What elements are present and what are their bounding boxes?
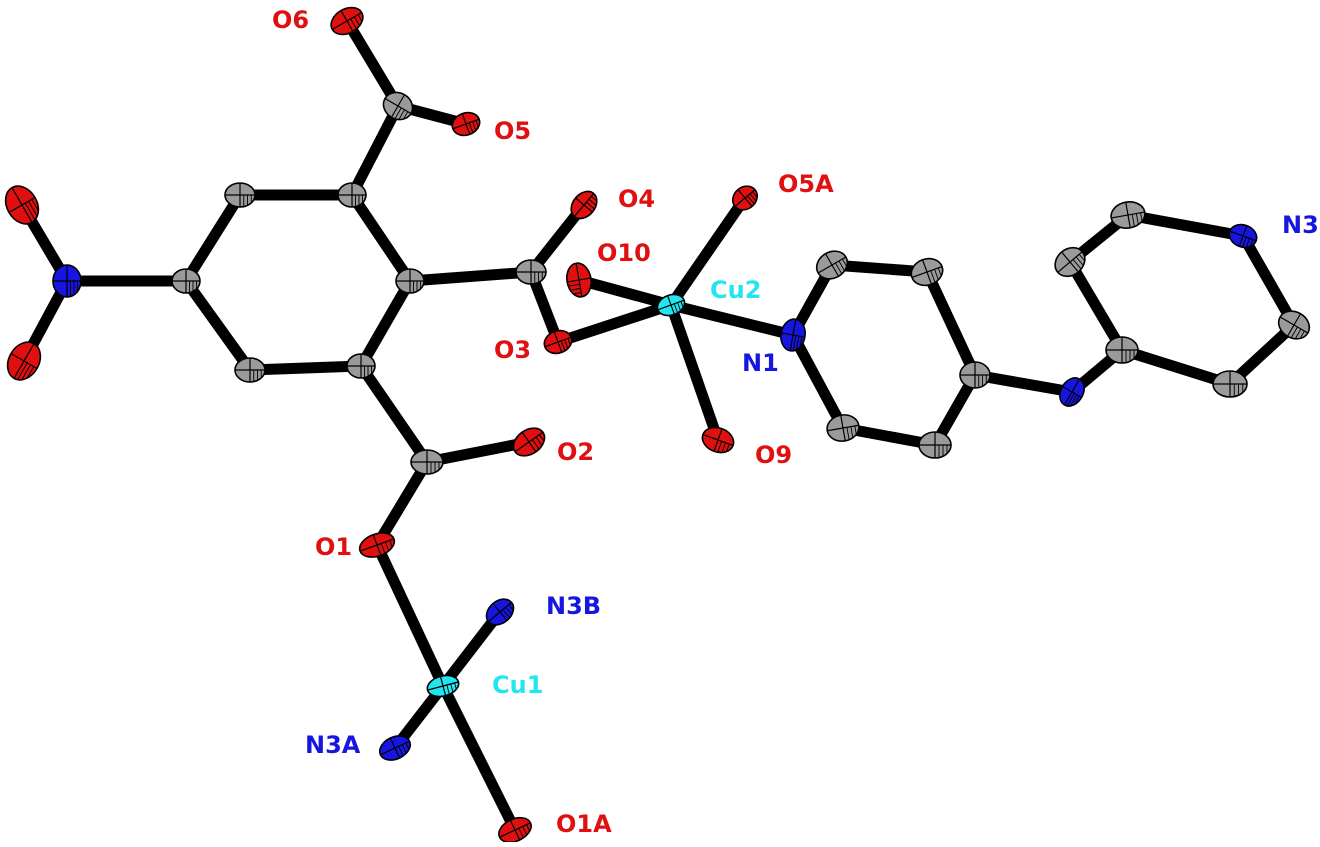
atom-c2 bbox=[337, 182, 367, 208]
atom-c19 bbox=[1212, 370, 1248, 398]
atom-cu2 bbox=[656, 293, 686, 317]
atom-n3b bbox=[485, 598, 515, 626]
atom-c9 bbox=[410, 449, 444, 475]
label-o9: O9 bbox=[755, 441, 792, 469]
bond-c9-o1 bbox=[371, 456, 433, 551]
bond-cu1-n3b bbox=[437, 606, 506, 692]
atom-n3 bbox=[1228, 223, 1258, 249]
bond-c2-c1 bbox=[346, 189, 416, 287]
label-o3: O3 bbox=[494, 336, 531, 364]
label-o6: O6 bbox=[272, 6, 309, 34]
atom-c4 bbox=[171, 268, 201, 294]
bond-o5a-cu2 bbox=[665, 192, 751, 311]
atom-c5 bbox=[234, 357, 266, 383]
bond-c6-c9 bbox=[355, 360, 433, 468]
atom-o9 bbox=[701, 426, 735, 454]
bond-c11-c12 bbox=[921, 266, 981, 381]
bond-cu2-o9 bbox=[665, 299, 724, 446]
atom-o4 bbox=[570, 190, 598, 220]
atom-o5 bbox=[451, 111, 481, 137]
atom-c7 bbox=[382, 91, 414, 121]
bond-c1-c6 bbox=[355, 275, 416, 372]
bond-c14-n1 bbox=[787, 329, 849, 434]
label-o1: O1 bbox=[315, 533, 352, 561]
bond-o3-cu2 bbox=[552, 299, 677, 348]
label-o1a: O1A bbox=[556, 810, 612, 838]
bond-o10-cu2 bbox=[573, 274, 677, 311]
atom-o6 bbox=[330, 6, 364, 36]
label-cu1: Cu1 bbox=[492, 671, 543, 699]
atom-o1 bbox=[358, 532, 396, 558]
atom-o1a bbox=[498, 816, 532, 844]
atom-c8 bbox=[515, 259, 547, 285]
atom-c12 bbox=[959, 361, 991, 389]
atom-onitro2 bbox=[6, 341, 42, 381]
atom-c11 bbox=[910, 257, 944, 287]
atom-c3 bbox=[224, 182, 256, 208]
label-o2: O2 bbox=[557, 438, 594, 466]
atom-c17 bbox=[1110, 201, 1146, 229]
atom-c15 bbox=[1105, 336, 1139, 364]
atom-c6 bbox=[346, 353, 376, 379]
bond-c1-c8 bbox=[404, 266, 537, 287]
bond-o1-cu1 bbox=[371, 539, 449, 692]
atom-o10 bbox=[566, 262, 592, 298]
label-n3a: N3A bbox=[305, 731, 361, 759]
atom-cu1 bbox=[426, 674, 460, 698]
bond-c19-c15 bbox=[1116, 344, 1236, 390]
atom-o2 bbox=[512, 427, 546, 457]
bond-c17-n3 bbox=[1122, 209, 1249, 242]
label-o5: O5 bbox=[494, 117, 531, 145]
label-n3: N3 bbox=[1282, 211, 1319, 239]
label-o4: O4 bbox=[618, 185, 655, 213]
bond-o6-c7 bbox=[341, 15, 404, 112]
bond-c15-c16 bbox=[1064, 256, 1128, 356]
atom-n2 bbox=[1059, 377, 1085, 407]
bond-cu1-o1a bbox=[437, 680, 521, 836]
bond-c5-c4 bbox=[180, 275, 256, 376]
atom-c16 bbox=[1054, 246, 1086, 278]
atom-c10 bbox=[815, 250, 849, 280]
atom-o5a bbox=[731, 185, 759, 211]
label-n1: N1 bbox=[742, 349, 779, 377]
bonds-layer bbox=[16, 15, 1300, 836]
label-o5a: O5A bbox=[778, 170, 834, 198]
bond-n3-c18 bbox=[1237, 230, 1300, 331]
label-n3b: N3B bbox=[546, 592, 601, 620]
atom-o3 bbox=[543, 329, 573, 355]
bond-c6-c5 bbox=[244, 360, 367, 376]
atom-nnitro bbox=[52, 264, 82, 298]
bond-c7-c2 bbox=[346, 100, 404, 201]
atom-c14 bbox=[826, 414, 860, 442]
label-o10: O10 bbox=[597, 239, 651, 267]
bond-cu2-n1 bbox=[665, 299, 799, 341]
atom-c13 bbox=[918, 431, 952, 459]
bond-c9-o2 bbox=[421, 436, 535, 468]
bond-c12-n2 bbox=[969, 369, 1078, 398]
atom-n1 bbox=[780, 318, 806, 352]
atom-onitro1 bbox=[4, 185, 40, 225]
atom-n3a bbox=[378, 735, 412, 761]
atom-c1 bbox=[395, 268, 425, 294]
label-cu2: Cu2 bbox=[710, 276, 761, 304]
bond-c4-c3 bbox=[180, 189, 246, 287]
atom-c18 bbox=[1277, 310, 1311, 340]
